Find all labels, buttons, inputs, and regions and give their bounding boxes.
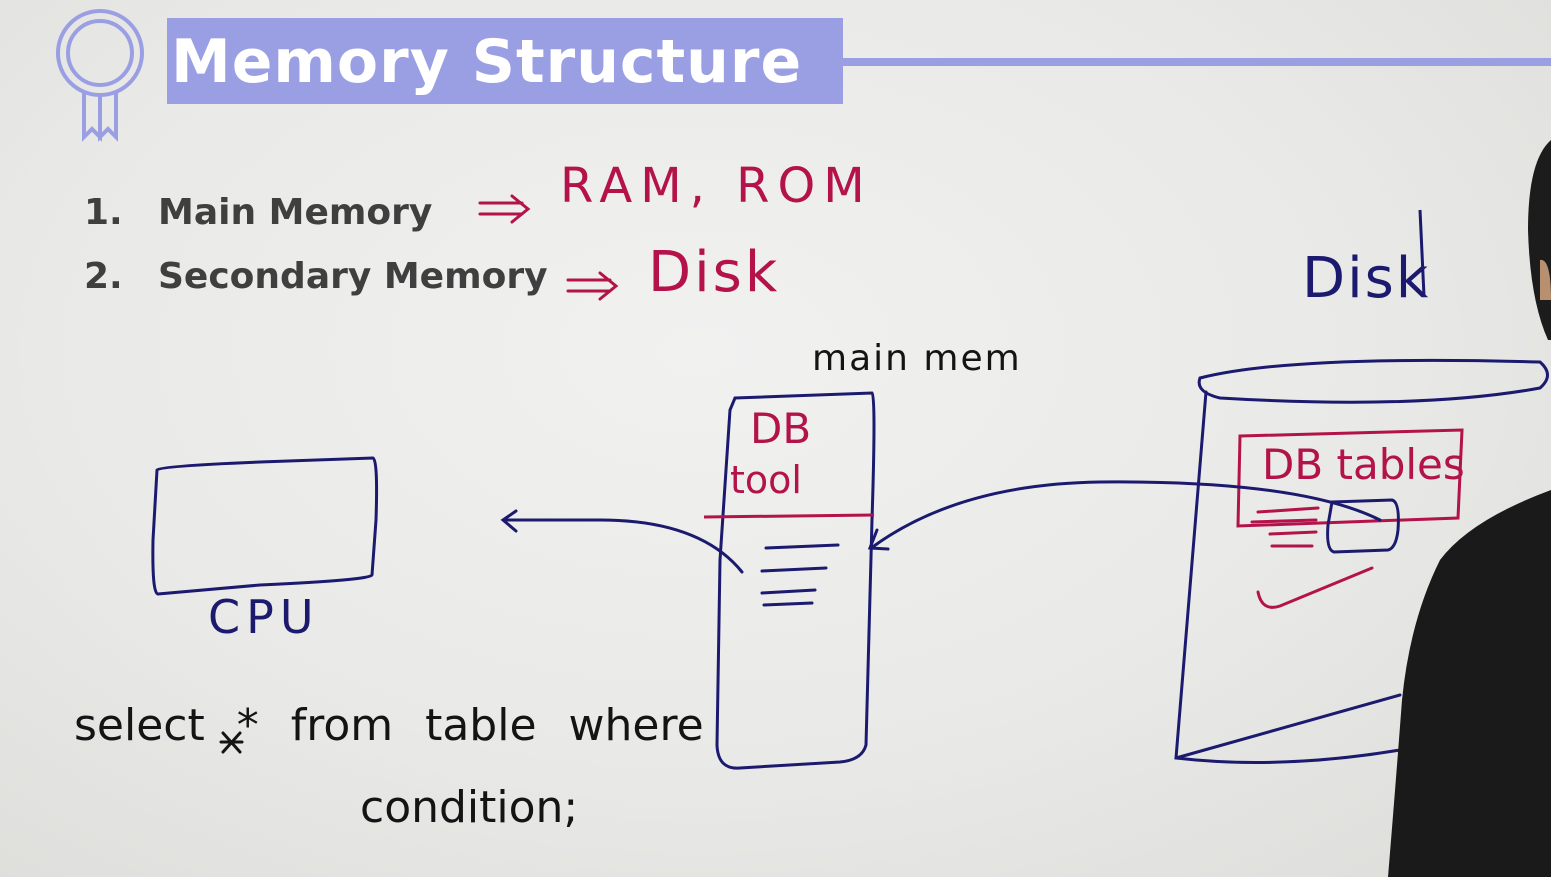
list-number: 2. <box>84 256 123 297</box>
page-title: Memory Structure <box>171 27 803 97</box>
title-highlight <box>167 18 843 104</box>
list-item-label: Main Memory <box>158 192 433 233</box>
disk-label-stroke <box>1418 209 1426 297</box>
db-tables-label: DB tables <box>1262 440 1465 489</box>
db-tool-label-line2: tool <box>730 458 802 502</box>
title-underline <box>843 58 1551 66</box>
main-memory-label: main mem <box>812 338 1022 379</box>
memory-to-cpu-arrow <box>500 509 744 574</box>
implies-arrow-icon <box>566 271 619 301</box>
list-item: 1. <box>84 192 123 233</box>
main-memory-column <box>715 391 876 770</box>
cpu-box <box>151 456 379 596</box>
list-number: 1. <box>84 192 123 233</box>
db-tables-box <box>1236 428 1464 548</box>
cpu-label: CPU <box>208 590 320 644</box>
disk-label: Disk <box>1302 246 1431 311</box>
presenter-silhouette <box>1528 140 1551 340</box>
disk-cylinder <box>1174 358 1549 764</box>
disk-to-memory-arrow <box>867 480 1382 551</box>
table-record-highlight <box>1326 498 1400 554</box>
db-tool-label-line1: DB <box>750 404 812 453</box>
award-ribbon-icon <box>56 9 144 142</box>
list-item-label: Secondary Memory <box>158 256 548 297</box>
db-tool-divider <box>703 513 875 519</box>
list-item: 2. <box>84 256 123 297</box>
implies-arrow-icon <box>478 194 531 224</box>
check-mark-icon <box>1256 566 1374 609</box>
presenter-silhouette <box>1388 490 1551 877</box>
asterisk-glyph <box>219 731 244 754</box>
query-line-2: condition; <box>360 782 579 833</box>
handwritten-ram-rom: RAM, ROM <box>560 158 873 214</box>
memory-data-lines <box>760 543 840 607</box>
handwritten-disk: Disk <box>648 240 781 305</box>
query-line-1: select * from table where <box>74 700 704 751</box>
